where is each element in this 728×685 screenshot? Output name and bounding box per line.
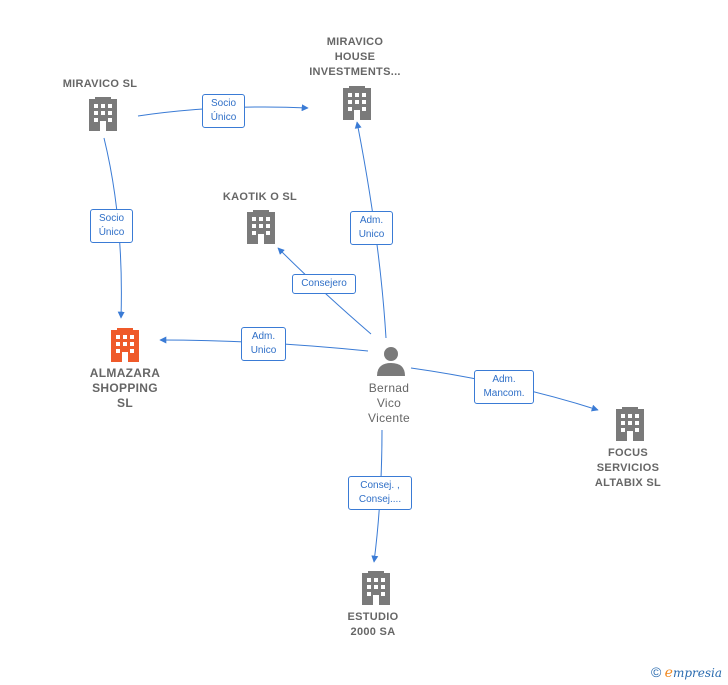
node-label-estudio[interactable]: ESTUDIO 2000 SA [347, 611, 399, 638]
building-icon [616, 407, 644, 441]
edge-label-miravico-house: Socio Único [202, 94, 245, 128]
building-icon [343, 86, 371, 120]
brand-logo-e: e [664, 665, 673, 681]
edge-label-bernad-house: Adm. Unico [350, 211, 393, 245]
person-icon [377, 347, 405, 376]
building-icon [362, 571, 390, 605]
node-label-almazara[interactable]: ALMAZARA SHOPPING SL [89, 366, 161, 410]
node-label-miravico[interactable]: MIRAVICO SL [62, 78, 138, 90]
brand-logo-text: mpresia [672, 666, 722, 680]
edge-label-bernad-kaotik: Consejero [292, 274, 356, 294]
edge-label-bernad-estudio: Consej. , Consej.... [348, 476, 412, 510]
node-label-focus[interactable]: FOCUS SERVICIOS ALTABIX SL [594, 447, 662, 489]
edge-label-miravico-almazara: Socio Único [90, 209, 133, 243]
building-icon [89, 97, 117, 131]
node-label-miravico-house[interactable]: MIRAVICO HOUSE INVESTMENTS... [309, 36, 401, 78]
node-label-bernad[interactable]: Bernad Vico Vicente [368, 381, 410, 425]
brand-footer: © empresia [651, 664, 722, 681]
building-icon [247, 210, 275, 244]
edge-label-bernad-focus: Adm. Mancom. [474, 370, 534, 404]
edge-label-bernad-almazara: Adm. Unico [241, 327, 286, 361]
copyright-symbol: © [650, 664, 662, 680]
building-icon-focus [111, 328, 139, 362]
node-label-kaotik[interactable]: KAOTIK O SL [222, 191, 298, 203]
